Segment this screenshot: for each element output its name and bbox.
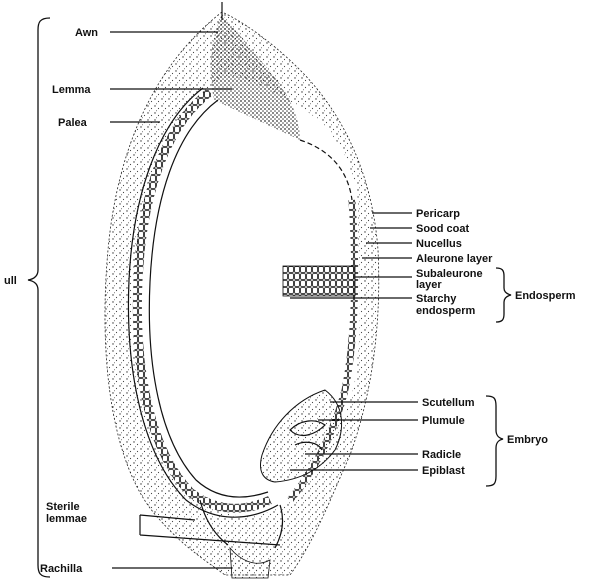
label-pericarp: Pericarp <box>416 208 460 220</box>
endosperm-brace <box>496 268 511 322</box>
label-scutellum: Scutellum <box>422 397 475 409</box>
label-subaleurone-2: layer <box>416 279 442 291</box>
label-nucellus: Nucellus <box>416 238 462 250</box>
label-sterile-1: Sterile <box>46 501 80 513</box>
label-hull: ull <box>4 275 17 287</box>
label-endosperm: Endosperm <box>515 290 576 302</box>
label-epiblast: Epiblast <box>422 465 465 477</box>
label-seed-coat: Sood coat <box>416 223 470 235</box>
label-starchy-1: Starchy <box>416 293 457 305</box>
label-embryo: Embryo <box>507 434 548 446</box>
label-aleurone: Aleurone layer <box>416 253 493 265</box>
hull-brace <box>28 18 50 577</box>
label-radicle: Radicle <box>422 449 461 461</box>
label-sterile-2: lemmae <box>46 513 87 525</box>
subaleurone-block <box>283 266 355 296</box>
embryo-brace <box>486 396 503 486</box>
label-lemma: Lemma <box>52 84 91 96</box>
label-palea: Palea <box>58 117 88 129</box>
label-plumule: Plumule <box>422 415 465 427</box>
label-awn: Awn <box>75 27 98 39</box>
label-starchy-2: endosperm <box>416 305 476 317</box>
label-rachilla: Rachilla <box>40 563 83 575</box>
